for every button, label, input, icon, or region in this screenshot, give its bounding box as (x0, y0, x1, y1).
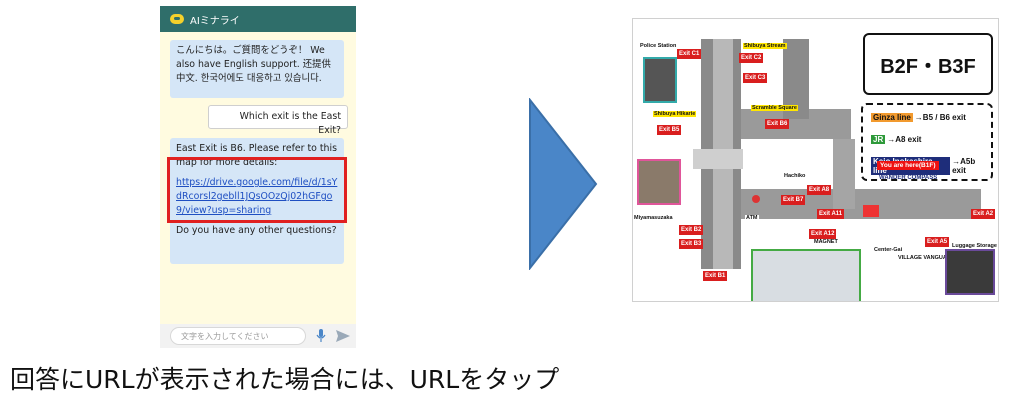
exit-a12: Exit A12 (809, 229, 837, 239)
label-hachiko: Hachiko (783, 173, 807, 179)
link-highlight-box (167, 157, 347, 223)
exit-c1: Exit C1 (677, 49, 702, 59)
photo-magnet (751, 249, 861, 301)
photo-hikarie (643, 57, 677, 103)
label-shibuya-stream: Shibuya Stream (743, 43, 787, 49)
label-luggage: Luggage Storage (951, 243, 998, 249)
exit-c3: Exit C3 (743, 73, 768, 83)
legend-ginza: Ginza line →B5 / B6 exit (871, 113, 966, 122)
bot-answer-followup: Do you have any other questions? (176, 225, 337, 236)
chat-window: AIミナライ こんにちは。ご質問をどうぞ！ We also have Engli… (160, 6, 356, 348)
exit-a8: Exit A8 (807, 185, 832, 195)
send-icon[interactable] (336, 330, 350, 342)
instruction-caption: 回答にURLが表示された場合には、URLをタップ (10, 365, 560, 394)
you-are-here-badge: You are here(B1F) (877, 161, 939, 170)
exit-b2: Exit B2 (679, 225, 704, 235)
label-hikarie: Shibuya Hikarie (653, 111, 697, 117)
message-input[interactable]: 文字を入力してください (170, 327, 306, 345)
label-center-gai: Center-Gai (873, 247, 904, 253)
legend-jr: JR →A8 exit (871, 135, 922, 144)
wander-compass-label: WANDER COMPASS (879, 175, 938, 181)
station-map: B2F・B3F Ginza line →B5 / B6 exit JR →A8 … (632, 18, 999, 302)
label-village: VILLAGE VANGUARD (897, 255, 956, 261)
exit-b5: Exit B5 (657, 125, 682, 135)
map-link[interactable]: https://drive.google.com/file/d/1sYdRcor… (176, 177, 338, 216)
right-arrow-icon (529, 98, 598, 270)
bot-answer-intro: East Exit is B6. Please refer to this ma… (176, 143, 337, 168)
label-police: Police Station (639, 43, 678, 49)
label-atm: ATM (745, 215, 759, 221)
label-magnet: MAGNET (813, 239, 839, 245)
chat-header: AIミナライ (160, 6, 356, 32)
photo-miyamasuzaka (637, 159, 681, 205)
chat-input-bar: 文字を入力してください (160, 324, 356, 348)
exit-b3: Exit B3 (679, 239, 704, 249)
label-scramble: Scramble Square (751, 105, 798, 111)
exit-a2: Exit A2 (971, 209, 996, 219)
floor-title: B2F・B3F (863, 33, 993, 95)
exit-a5: Exit A5 (925, 237, 950, 247)
exit-b7: Exit B7 (781, 195, 806, 205)
exit-c2: Exit C2 (739, 53, 764, 63)
bot-greeting-bubble: こんにちは。ご質問をどうぞ！ We also have English supp… (170, 40, 344, 98)
exit-b1: Exit B1 (703, 271, 728, 281)
photo-luggage (945, 249, 995, 295)
app-logo-icon (170, 14, 184, 24)
label-miyamasuzaka: Miyamasuzaka (633, 215, 674, 221)
chat-app-title: AIミナライ (190, 15, 240, 27)
microphone-icon[interactable] (316, 329, 326, 343)
exit-a11: Exit A11 (817, 209, 845, 219)
exit-b6: Exit B6 (765, 119, 790, 129)
user-question-bubble: Which exit is the East Exit? (208, 105, 348, 136)
